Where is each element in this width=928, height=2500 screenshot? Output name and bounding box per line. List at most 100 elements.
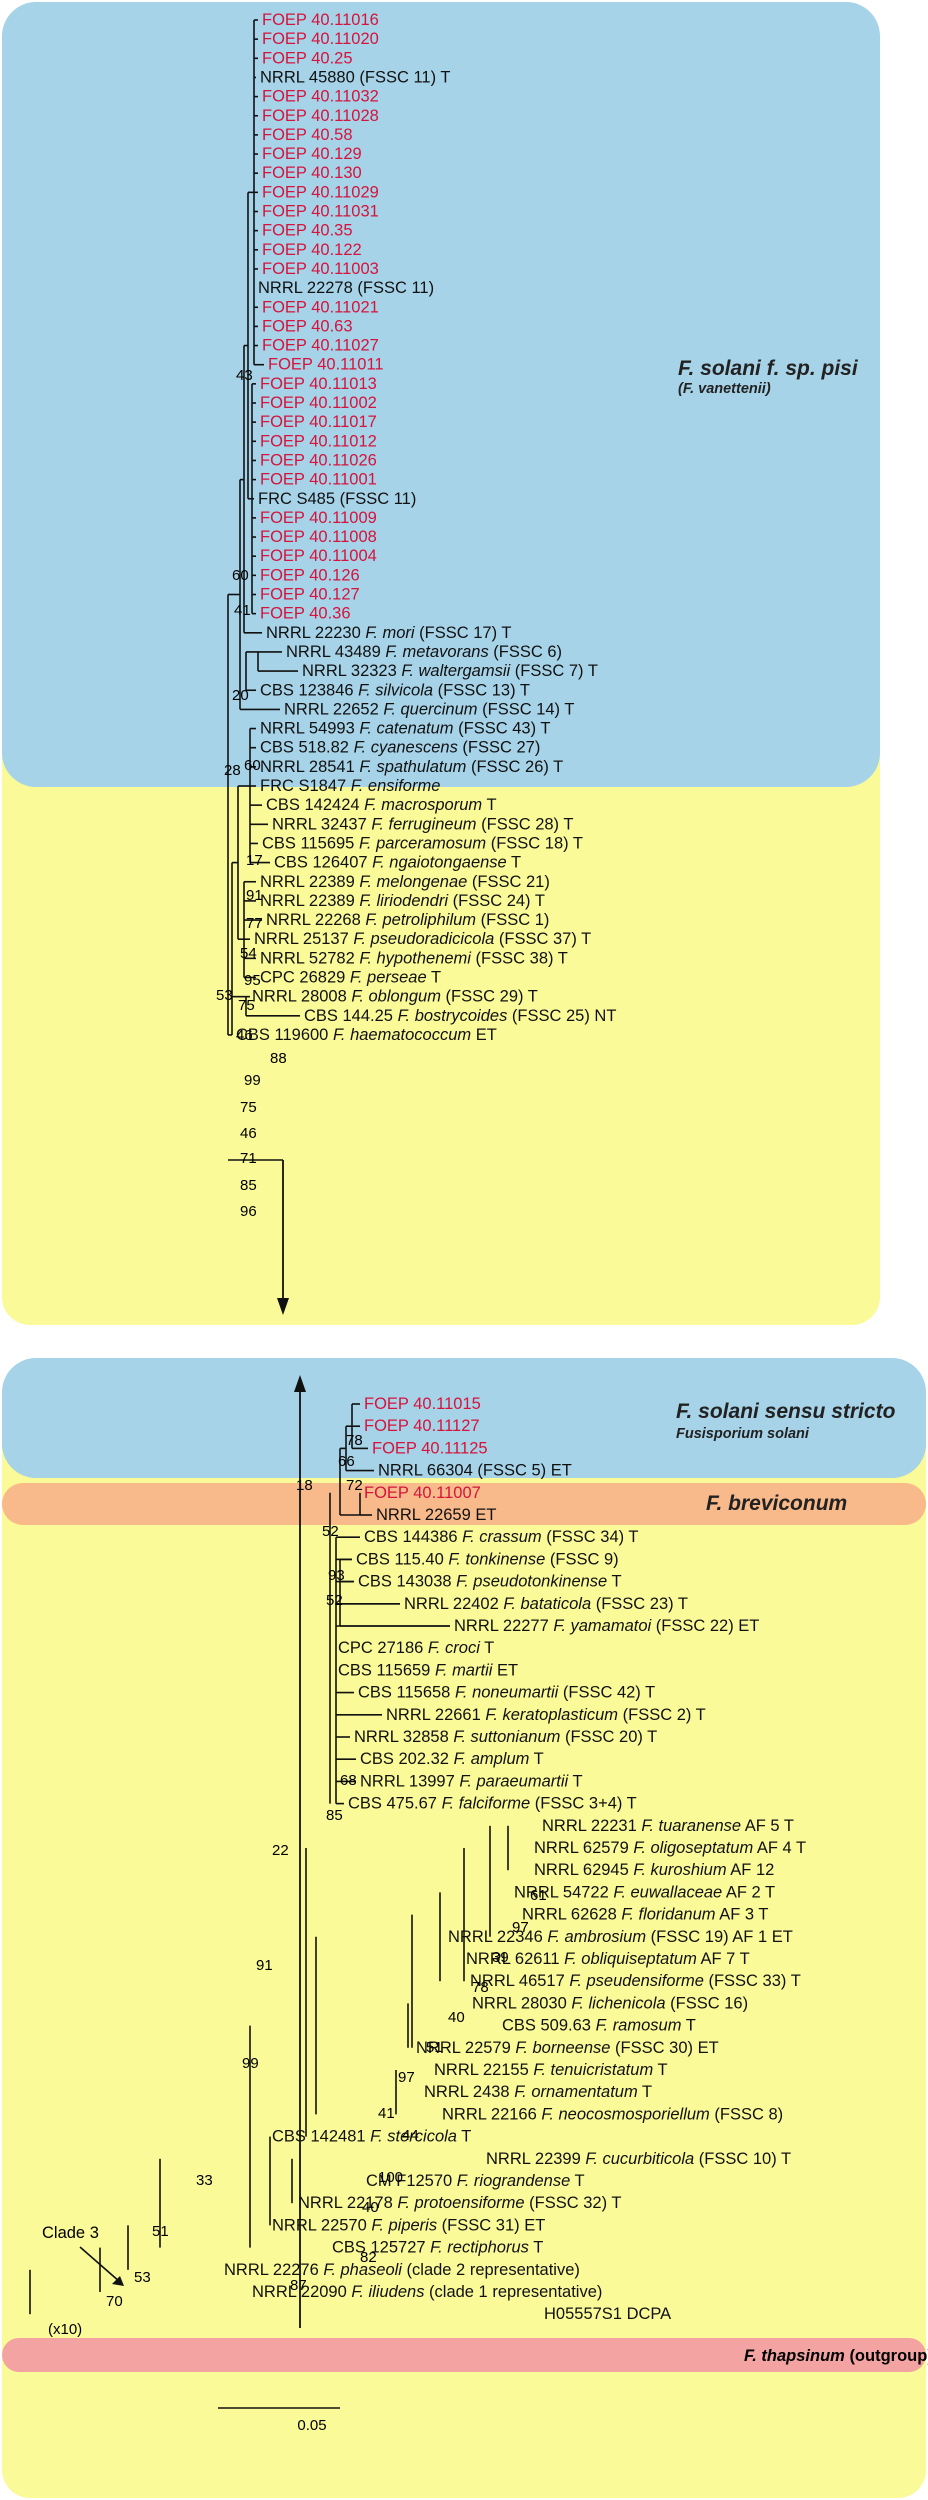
bootstrap-value: 66 bbox=[338, 1453, 355, 1470]
bootstrap-value: 70 bbox=[106, 2293, 123, 2310]
taxon-strain: FOEP 40.122 bbox=[262, 241, 362, 259]
bootstrap-value: 39 bbox=[492, 1949, 509, 1966]
taxon-suffix: (FSSC 20) T bbox=[560, 1728, 657, 1746]
clade3-label: Clade 3 bbox=[42, 2224, 99, 2242]
taxon-strain: FOEP 40.11125 bbox=[372, 1439, 488, 1457]
taxon-suffix: (FSSC 10) T bbox=[694, 2150, 791, 2168]
bootstrap-value: 43 bbox=[236, 367, 253, 384]
taxon-species: F. spathulatum bbox=[355, 758, 467, 776]
taxon-label: CPC 26829 F. perseae T bbox=[260, 969, 441, 987]
taxon-label: FOEP 40.11125 bbox=[372, 1439, 488, 1457]
taxon-strain: NRRL 22278 bbox=[258, 279, 353, 297]
taxon-label: FOEP 40.58 bbox=[262, 126, 353, 144]
taxon-strain: NRRL 22268 bbox=[266, 911, 361, 929]
taxon-label: NRRL 32323 F. waltergamsii (FSSC 7) T bbox=[302, 662, 598, 680]
taxon-strain: FOEP 40.11003 bbox=[262, 260, 379, 278]
taxon-strain: NRRL 25137 bbox=[254, 930, 349, 948]
taxon-strain: FOEP 40.11029 bbox=[262, 183, 379, 201]
taxon-suffix: AF 5 T bbox=[741, 1817, 794, 1835]
bootstrap-value: 20 bbox=[232, 687, 249, 704]
taxon-label: CBS 125727 F. rectiphorus T bbox=[332, 2239, 543, 2257]
taxon-species: F. croci bbox=[423, 1639, 481, 1657]
taxon-strain: FRC S1847 bbox=[260, 777, 346, 795]
bootstrap-value: 85 bbox=[240, 1177, 257, 1194]
taxon-label: CBS 475.67 F. falciforme (FSSC 3+4) T bbox=[348, 1795, 637, 1813]
taxon-suffix: (FSSC 38) T bbox=[471, 949, 568, 967]
taxon-suffix: (FSSC 31) ET bbox=[437, 2216, 545, 2234]
taxon-strain: FOEP 40.11017 bbox=[260, 413, 377, 431]
taxon-species: F. iliudens bbox=[347, 2283, 425, 2301]
taxon-label: FOEP 40.11028 bbox=[262, 107, 379, 125]
taxon-label: FOEP 40.11015 bbox=[364, 1395, 481, 1413]
taxon-strain: FOEP 40.11028 bbox=[262, 107, 379, 125]
taxon-label: CBS 115.40 F. tonkinense (FSSC 9) bbox=[356, 1550, 619, 1568]
taxon-label: CBS 143038 F. pseudotonkinense T bbox=[358, 1573, 622, 1591]
taxon-species: F. ornamentatum bbox=[510, 2083, 638, 2101]
taxon-species: F. ferrugineum bbox=[367, 815, 477, 833]
taxon-suffix: (FSSC 17) T bbox=[415, 624, 512, 642]
taxon-label: CBS 144.25 F. bostrycoides (FSSC 25) NT bbox=[304, 1007, 616, 1025]
taxon-label: NRRL 22659 ET bbox=[376, 1506, 496, 1524]
taxon-label: FOEP 40.11001 bbox=[260, 471, 377, 489]
taxon-species: F. bataticola bbox=[499, 1595, 591, 1613]
taxon-species: F. tonkinense bbox=[444, 1550, 546, 1568]
taxon-suffix: AF 3 T bbox=[716, 1906, 769, 1924]
taxon-species: F. petroliphilum bbox=[361, 911, 476, 929]
outgroup-species: F. thapsinum bbox=[744, 2347, 845, 2365]
taxon-strain: NRRL 22402 bbox=[404, 1595, 499, 1613]
taxon-strain: FOEP 40.11031 bbox=[262, 203, 379, 221]
taxon-suffix: (FSSC 9) bbox=[545, 1550, 618, 1568]
taxon-strain: CBS 123846 bbox=[260, 681, 354, 699]
taxon-strain: NRRL 2438 bbox=[424, 2083, 510, 2101]
bootstrap-value: 82 bbox=[360, 2249, 377, 2266]
taxon-label: NRRL 46517 F. pseudensiforme (FSSC 33) T bbox=[470, 1972, 801, 1990]
taxon-label: NRRL 54993 F. catenatum (FSSC 43) T bbox=[260, 720, 550, 738]
bootstrap-value: 28 bbox=[224, 762, 241, 779]
taxon-suffix: (FSSC 21) bbox=[467, 873, 550, 891]
taxon-strain: NRRL 22231 bbox=[542, 1817, 637, 1835]
taxon-label: FOEP 40.11004 bbox=[260, 547, 377, 565]
taxon-strain: NRRL 22652 bbox=[284, 700, 379, 718]
taxon-strain: NRRL 66304 bbox=[378, 1462, 473, 1480]
taxon-label: NRRL 62628 F. floridanum AF 3 T bbox=[522, 1906, 768, 1924]
taxon-strain: FOEP 40.11009 bbox=[260, 509, 377, 527]
taxon-suffix: T bbox=[681, 2017, 695, 2035]
taxon-species: F. liriodendri bbox=[355, 892, 450, 910]
taxon-strain: NRRL 32858 bbox=[354, 1728, 449, 1746]
breviconum-orange-band bbox=[2, 1483, 926, 1525]
taxon-label: CBS 115658 F. noneumartii (FSSC 42) T bbox=[358, 1684, 655, 1702]
taxon-label: FOEP 40.11127 bbox=[364, 1417, 480, 1435]
taxon-label: NRRL 22389 F. liriodendri (FSSC 24) T bbox=[260, 892, 545, 910]
bootstrap-value: 60 bbox=[244, 757, 261, 774]
taxon-species: F. hypothenemi bbox=[355, 949, 473, 967]
bootstrap-value: 41 bbox=[378, 2105, 395, 2122]
bootstrap-value: 97 bbox=[512, 1919, 529, 1936]
taxon-strain: CBS 119600 bbox=[236, 1026, 328, 1044]
taxon-suffix: T bbox=[427, 969, 441, 987]
taxon-label: CBS 518.82 F. cyanescens (FSSC 27) bbox=[260, 739, 540, 757]
taxon-strain: CBS 518.82 bbox=[260, 739, 349, 757]
bootstrap-value: 46 bbox=[236, 1027, 253, 1044]
taxon-species: F. tuaranense bbox=[637, 1817, 741, 1835]
taxon-label: NRRL 22230 F. mori (FSSC 17) T bbox=[266, 624, 511, 642]
taxon-strain: FOEP 40.11012 bbox=[260, 432, 377, 450]
bootstrap-value: 99 bbox=[242, 2055, 259, 2072]
scale-label: 0.05 bbox=[297, 2417, 326, 2434]
taxon-strain: FOEP 40.11004 bbox=[260, 547, 377, 565]
pisi-clade-subtitle: (F. vanettenii) bbox=[678, 381, 771, 397]
taxon-suffix: (FSSC 8) bbox=[710, 2105, 783, 2123]
taxon-suffix: AF 12 bbox=[727, 1861, 775, 1879]
taxon-species: F. ambrosium bbox=[543, 1928, 646, 1946]
taxon-suffix: T bbox=[607, 1573, 621, 1591]
taxon-label: FOEP 40.11020 bbox=[262, 30, 379, 48]
taxon-strain: FOEP 40.11007 bbox=[364, 1484, 481, 1502]
taxon-strain: NRRL 22178 bbox=[298, 2194, 393, 2212]
taxon-strain: NRRL 22276 bbox=[224, 2261, 319, 2279]
taxon-label: CBS 115659 F. martii ET bbox=[338, 1661, 518, 1679]
taxon-label: NRRL 32858 F. suttonianum (FSSC 20) T bbox=[354, 1728, 657, 1746]
bootstrap-value: 46 bbox=[240, 1125, 257, 1142]
taxon-strain: FOEP 40.126 bbox=[260, 566, 360, 584]
taxon-label: FOEP 40.11013 bbox=[260, 375, 377, 393]
